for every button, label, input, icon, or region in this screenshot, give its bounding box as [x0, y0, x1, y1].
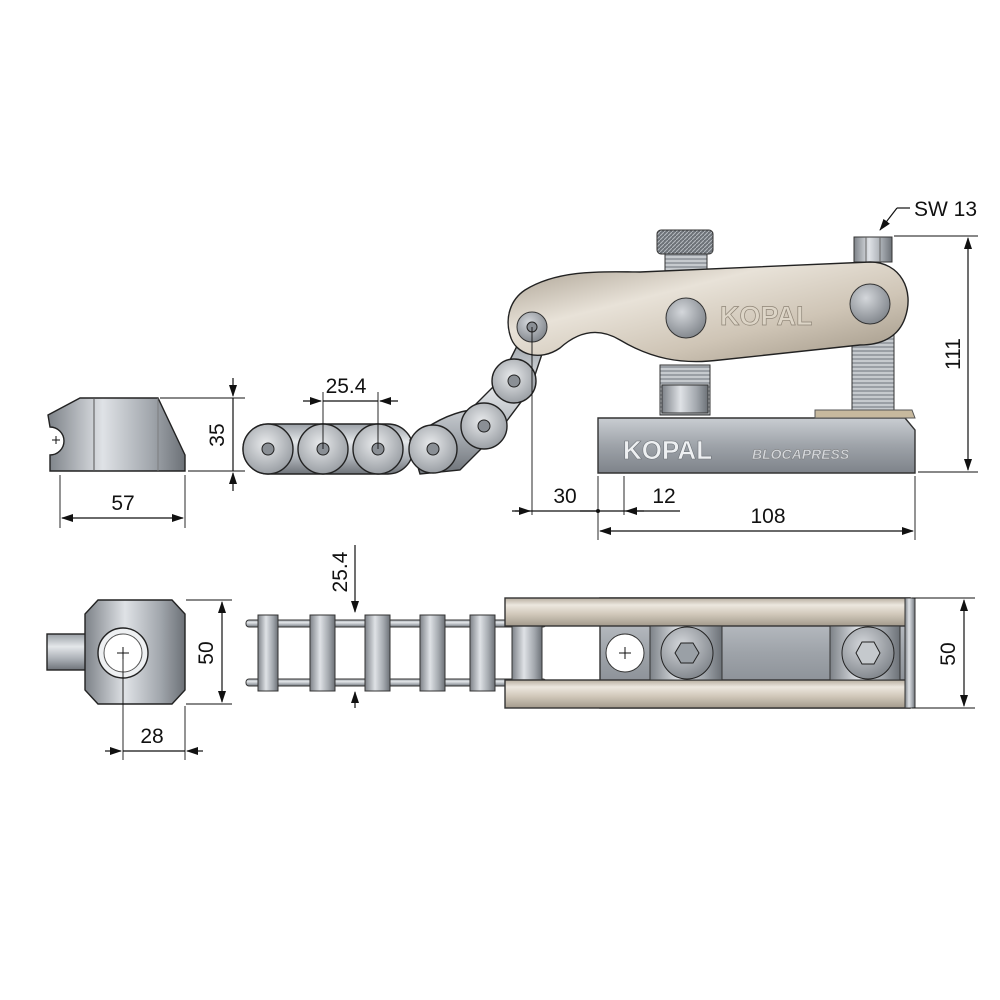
base-model-label: BLOCAPRESS — [752, 446, 850, 462]
dim-side-block-height: 35 — [160, 378, 245, 491]
pivot-bolt-icon — [849, 283, 891, 325]
svg-text:50: 50 — [937, 642, 960, 665]
svg-text:30: 30 — [553, 485, 576, 508]
knurled-knob-icon — [656, 229, 714, 255]
svg-text:12: 12 — [652, 485, 675, 508]
top-end-block — [46, 599, 186, 705]
dim-base-length: 108 — [599, 476, 916, 540]
dim-top-clamp-width: 50 — [912, 597, 975, 709]
svg-text:SW 13: SW 13 — [914, 198, 977, 221]
dim-chain-pitch-side: 25.4 — [303, 375, 398, 449]
svg-text:111: 111 — [942, 338, 965, 370]
top-clamp — [504, 597, 916, 709]
wrench-size-callout: SW 13 — [879, 198, 977, 231]
hex-nut-icon — [853, 236, 893, 263]
side-clamp: KOPAL KOPAL BLOCAPRESS — [507, 229, 916, 474]
top-chain — [245, 614, 547, 692]
svg-text:28: 28 — [140, 725, 163, 748]
arm-logo: KOPAL — [720, 301, 813, 331]
dim-total-height: 111 — [894, 235, 978, 473]
dim-top-block-width: 50 — [186, 599, 232, 705]
dim-chain-pitch-top: 25.4 — [329, 545, 359, 708]
hex-head-icon — [855, 641, 881, 665]
svg-text:108: 108 — [750, 505, 785, 528]
clamp-arm — [507, 261, 909, 363]
svg-text:25.4: 25.4 — [329, 551, 352, 592]
svg-text:25.4: 25.4 — [326, 375, 367, 398]
dim-top-block-hole-offset: 28 — [105, 653, 203, 760]
dim-side-block-length: 57 — [59, 475, 186, 528]
dim-base-step: 12 — [596, 476, 680, 515]
svg-text:57: 57 — [111, 492, 134, 515]
side-chain — [242, 339, 546, 475]
pivot-bolt-icon — [665, 297, 707, 339]
side-end-block — [47, 397, 186, 472]
base-logo: KOPAL — [623, 435, 712, 465]
svg-text:35: 35 — [206, 423, 229, 446]
svg-text:50: 50 — [195, 641, 218, 664]
hex-socket-icon — [674, 642, 700, 664]
